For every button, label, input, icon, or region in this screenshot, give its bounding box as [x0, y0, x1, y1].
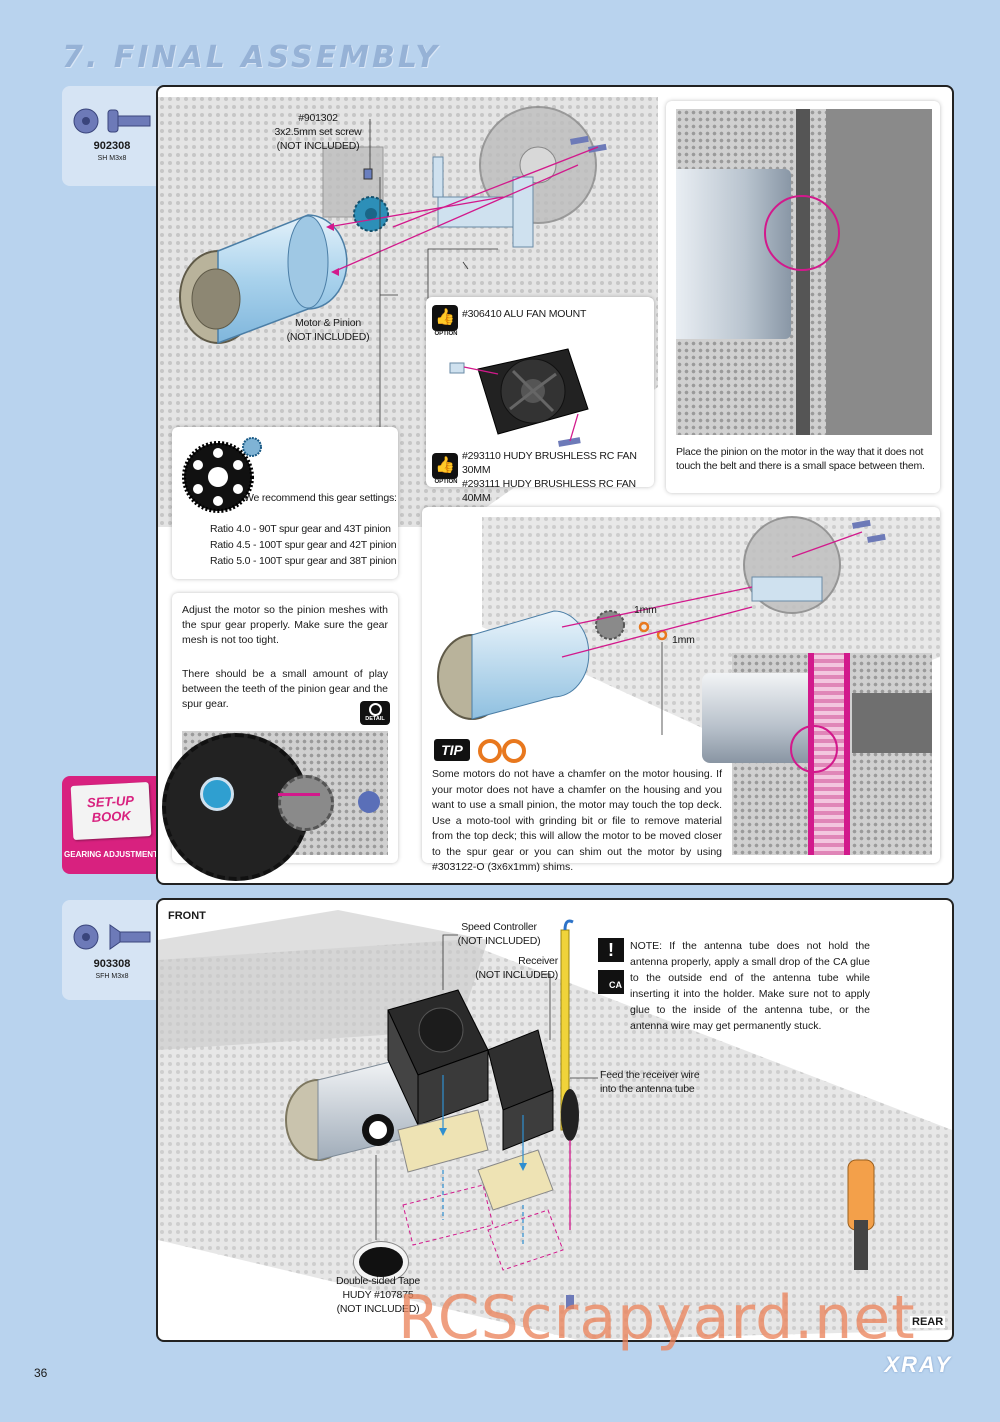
chamfer-highlight: [790, 725, 838, 773]
play-arrow-icon: [278, 793, 320, 796]
pinion-highlight: [764, 195, 840, 271]
motor-note: (NOT INCLUDED): [286, 331, 370, 343]
fan-option-card: 👍 OPTION #306410 ALU FAN MOUNT 👍 OPTION …: [426, 297, 654, 504]
receiver-note: (NOT INCLUDED): [475, 969, 558, 981]
mesh-para-2: There should be a small amount of play b…: [182, 668, 388, 710]
gear-mesh-photo: [162, 731, 388, 881]
belt-detail-photo: [676, 109, 932, 435]
screw-code: 903308: [93, 958, 131, 970]
step-panel-2: FRONT REAR Speed Controller (NOT INCLUDE…: [156, 898, 954, 1342]
screw-sub: SH M3x8: [97, 155, 127, 162]
side-plate: [826, 109, 932, 435]
warning-icon: !: [598, 938, 624, 962]
pinion-gear: [278, 775, 334, 831]
option-badge: 👍 OPTION: [432, 453, 460, 485]
setscrew-note: (NOT INCLUDED): [276, 140, 360, 152]
screw-tab-903308: 903308 SFH M3x8: [62, 900, 162, 1000]
setscrew-desc: 3x2.5mm set screw: [274, 126, 362, 138]
shim-size-1: 1mm: [634, 604, 657, 616]
spur-gear-icon: [182, 437, 262, 513]
gear-ratio-3: Ratio 5.0 - 100T spur gear and 38T pinio…: [210, 555, 397, 567]
shim-tip-text: Some motors do not have a chamfer on the…: [432, 768, 722, 873]
fan-illustration: [449, 348, 589, 447]
shim-tip-card: 1mm 1mm TIP Some motors do not have a ch…: [422, 507, 940, 873]
thumbs-up-icon: 👍: [432, 453, 458, 479]
esc-note: (NOT INCLUDED): [457, 935, 541, 947]
feed-line2: into the antenna tube: [600, 1083, 695, 1095]
shim-size-2: 1mm: [672, 634, 695, 646]
gear-ratio-card: We recommend this gear settings: Ratio 4…: [172, 427, 398, 579]
bearing: [200, 777, 234, 811]
setup-tab-label: GEARING ADJUSTMENT: [64, 850, 158, 859]
motor-label: Motor & Pinion: [294, 317, 362, 329]
side-plate: [852, 693, 932, 753]
flat-head-screw-icon: [73, 924, 151, 950]
book-line2: BOOK: [91, 807, 132, 826]
belt: [796, 109, 810, 435]
mesh-para-1: Adjust the motor so the pinion meshes wi…: [182, 604, 388, 646]
tape-roll-icon: [354, 1242, 408, 1282]
tape-line3: (NOT INCLUDED): [336, 1303, 420, 1315]
belt-note: Place the pinion on the motor in the way…: [676, 446, 925, 472]
detail-badge: DETAIL: [360, 701, 390, 725]
feed-callout: Feed the receiver wire into the antenna …: [600, 1068, 700, 1096]
setscrew-part: #901302: [298, 112, 338, 124]
screw-head: [358, 791, 380, 813]
thumbs-up-icon: 👍: [432, 305, 458, 331]
chassis-illustration: [158, 97, 658, 527]
ca-glue-icon: CA: [598, 970, 624, 994]
shim-icon: [478, 739, 502, 763]
fans-label: #293110 HUDY BRUSHLESS RC FAN 30MM #2931…: [462, 449, 654, 505]
esc-callout: Speed Controller (NOT INCLUDED): [444, 920, 554, 948]
gear-ratio-2: Ratio 4.5 - 100T spur gear and 42T pinio…: [210, 539, 397, 551]
option-label: OPTION: [434, 479, 458, 485]
fan-40mm: #293111 HUDY BRUSHLESS RC FAN 40MM: [462, 478, 636, 504]
fan-30mm: #293110 HUDY BRUSHLESS RC FAN 30MM: [462, 450, 637, 476]
detail-label: DETAIL: [365, 716, 385, 722]
option-badge: 👍 OPTION: [432, 305, 460, 337]
front-label: FRONT: [166, 910, 208, 922]
top-deck-cutaway: [702, 653, 932, 855]
gear-ratio-1: Ratio 4.0 - 90T spur gear and 43T pinion: [210, 523, 391, 535]
tape-line1: Double-sided Tape: [336, 1275, 420, 1287]
tip-badge: TIP: [434, 739, 470, 761]
screw-tab-902308: 902308 SH M3x8: [62, 86, 162, 186]
feed-line1: Feed the receiver wire: [600, 1069, 700, 1081]
magnifier-icon: [369, 703, 382, 716]
setup-book-tab[interactable]: SET-UP BOOK GEARING ADJUSTMENT: [62, 776, 160, 874]
section-title: 7. FINAL ASSEMBLY: [62, 40, 440, 75]
tape-callout: Double-sided Tape HUDY #107875 (NOT INCL…: [328, 1274, 428, 1316]
watermark: RCScrapyard.net: [398, 1283, 916, 1353]
shim-icon: [502, 739, 526, 763]
screw-code: 902308: [93, 140, 131, 152]
belt-spacing-card: Place the pinion on the motor in the way…: [666, 101, 940, 493]
fan-mount-label: #306410 ALU FAN MOUNT: [462, 308, 587, 320]
screw-sub: SFH M3x8: [95, 973, 129, 980]
socket-head-screw-icon: [73, 108, 151, 134]
rear-label: REAR: [910, 1316, 946, 1328]
gear-ratio-list: Ratio 4.0 - 90T spur gear and 43T pinion…: [210, 521, 397, 569]
receiver-callout: Receiver (NOT INCLUDED): [458, 954, 558, 982]
gear-intro: We recommend this gear settings:: [244, 492, 397, 504]
motor-callout: Motor & Pinion (NOT INCLUDED): [278, 316, 378, 344]
electronics-install-illustration: [158, 910, 952, 1340]
gear-mesh-card: Adjust the motor so the pinion meshes wi…: [162, 593, 398, 881]
esc-label: Speed Controller: [461, 921, 537, 933]
step-panel-1: #901302 3x2.5mm set screw (NOT INCLUDED)…: [156, 85, 954, 885]
setscrew-callout: #901302 3x2.5mm set screw (NOT INCLUDED): [268, 111, 368, 153]
tape-line2: HUDY #107875: [342, 1289, 414, 1301]
book-icon: SET-UP BOOK: [70, 781, 152, 841]
option-label: OPTION: [434, 331, 458, 337]
receiver-label: Receiver: [518, 955, 558, 967]
page-number: 36: [34, 1366, 48, 1380]
brand-logo: XRAY: [884, 1352, 952, 1377]
antenna-note: NOTE: If the antenna tube does not hold …: [630, 940, 870, 1032]
